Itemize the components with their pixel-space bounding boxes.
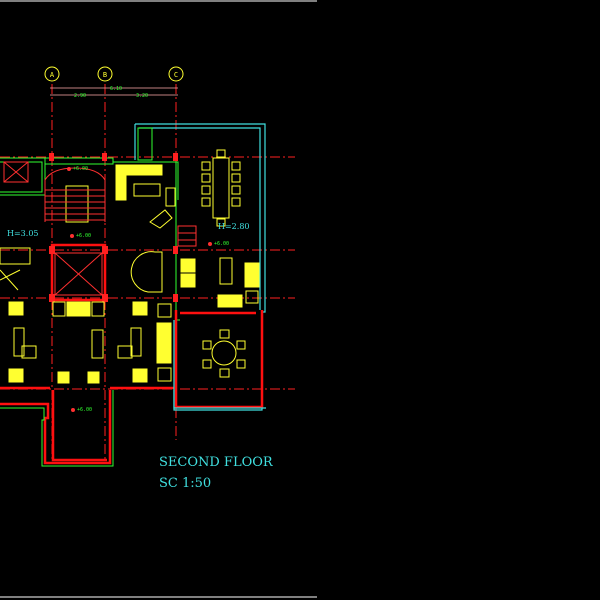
level-mark: +6.00 [77,407,92,413]
drawing-scale: SC 1:50 [159,476,211,491]
staircase [44,167,197,247]
dimension-total: 6.10 [110,86,122,92]
grid-label-b: B [103,71,107,79]
walls [0,123,266,467]
height-label-left: H=3.05 [7,229,39,238]
drawing-title: SECOND FLOOR [159,455,274,470]
level-mark: +6.00 [214,241,229,247]
dimension-lines: 6.10 2.90 3.20 [50,86,178,99]
level-mark: +6.00 [73,166,88,172]
furniture [0,149,260,384]
dimension-bc: 3.20 [136,93,148,99]
grid-label-a: A [50,71,55,79]
dimension-ab: 2.90 [74,93,86,99]
level-mark: +6.00 [76,233,91,239]
annotations: H=3.05 H=2.80 +6.00 +6.00 +6.00 +6.00 SE… [7,166,274,491]
grid-bubbles: A B C [44,66,184,82]
height-label-right: H=2.80 [218,222,250,231]
grid-label-c: C [174,71,178,79]
elevator-shaft [3,161,103,296]
